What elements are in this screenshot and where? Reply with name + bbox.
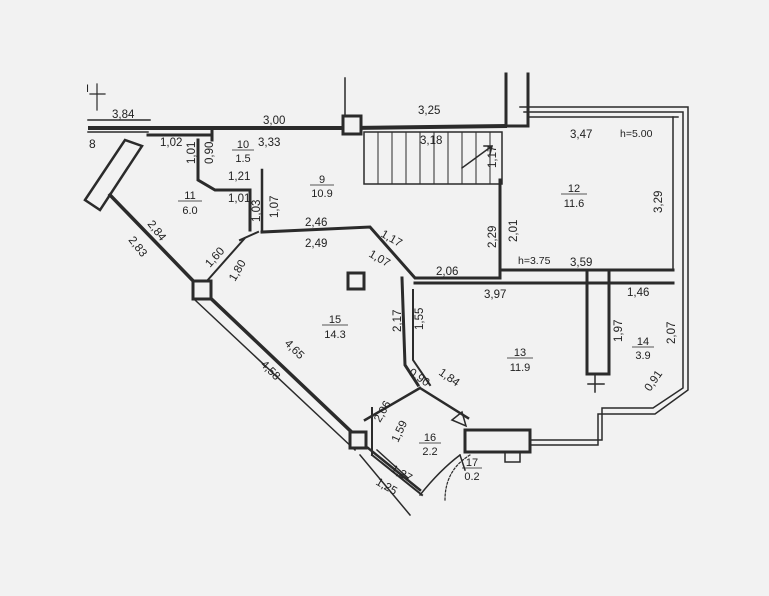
- room-16-number: 16: [424, 432, 436, 444]
- dimension-label: 3,47: [570, 129, 592, 141]
- dimension-label: 1,25: [374, 476, 399, 498]
- room-14-area: 3.9: [635, 350, 650, 362]
- section-mark: I: [86, 83, 89, 95]
- dimension-label: 1,55: [414, 308, 426, 330]
- room-labels: 9 10.9 10 1.5 11 6.0 12 11.6 13 11.9 14 …: [178, 139, 654, 483]
- room-10-number: 10: [237, 139, 249, 151]
- dimension-label: 2,06: [372, 399, 394, 424]
- dimension-label: 2,06: [436, 266, 458, 278]
- dimension-label: 3,25: [418, 105, 440, 117]
- room-12-number: 12: [568, 183, 580, 195]
- room-15: 15 14.3: [322, 314, 348, 341]
- dimension-label: 3,59: [570, 257, 592, 269]
- room-12: 12 11.6: [561, 183, 587, 210]
- dimension-label: 1,01: [228, 193, 250, 205]
- dimension-label: 1,80: [227, 258, 249, 283]
- dimension-label: 2,83: [126, 234, 149, 259]
- dimension-label: 1,03: [251, 200, 263, 222]
- dimension-label: 2,49: [305, 238, 327, 250]
- room-11-number: 11: [184, 190, 195, 202]
- dimension-label: 1,02: [160, 137, 182, 149]
- dimension-label: 1,97: [613, 320, 625, 342]
- height-label: h=3.75: [518, 255, 551, 267]
- height-label: h=5.00: [620, 128, 653, 140]
- dimension-label: 0,91: [643, 368, 666, 393]
- dimension-label: 1,01: [186, 142, 198, 164]
- room-13-number: 13: [514, 347, 526, 359]
- room-10-area: 1.5: [235, 153, 250, 165]
- room-17-area: 0.2: [464, 471, 479, 483]
- edge-mark: 8: [89, 137, 96, 151]
- room-11-area: 6.0: [182, 205, 197, 217]
- room-12-area: 11.6: [564, 198, 585, 210]
- dimension-label: 1,59: [390, 419, 410, 444]
- dimension-label: 2,17: [392, 310, 404, 332]
- room-13-area: 11.9: [510, 362, 531, 374]
- room-16: 16 2.2: [419, 432, 441, 458]
- room-15-number: 15: [329, 314, 341, 326]
- dimension-label: 1,21: [228, 171, 250, 183]
- room-16-area: 2.2: [422, 446, 437, 458]
- room-15-area: 14.3: [324, 329, 345, 341]
- room-9-number: 9: [319, 174, 325, 186]
- dimension-label: 1,17: [487, 146, 499, 168]
- room-17-number: 17: [466, 457, 478, 469]
- room-9: 9 10.9: [310, 174, 334, 200]
- dimension-label: 0,90: [204, 142, 216, 164]
- dimension-label: 3,84: [112, 109, 135, 121]
- staircase: [363, 131, 503, 185]
- dimension-label: 2,29: [487, 226, 499, 248]
- dimension-label: 1,46: [627, 287, 649, 299]
- dimension-label: 2,07: [666, 322, 678, 344]
- dimension-label: 3,33: [258, 137, 280, 149]
- room-11: 11 6.0: [178, 190, 202, 217]
- dimension-label: 2,46: [305, 217, 327, 229]
- dimension-label: 1,07: [367, 248, 392, 270]
- walls: [83, 72, 689, 517]
- column-markers: [191, 114, 368, 450]
- dimension-label: 1,17: [379, 228, 404, 250]
- room-17: 17 0.2: [462, 457, 482, 483]
- room-10: 10 1.5: [232, 139, 254, 165]
- room-13: 13 11.9: [507, 347, 533, 374]
- dimension-label: 2,84: [145, 218, 169, 244]
- dimension-label: 1,07: [269, 196, 281, 218]
- dimension-label: 1,60: [203, 245, 227, 270]
- room-14: 14 3.9: [632, 336, 654, 362]
- dimension-label: 1,84: [436, 367, 462, 390]
- dimension-label: 3,18: [420, 135, 442, 147]
- dimension-label: 3,97: [484, 289, 506, 301]
- dimension-label: 2,01: [508, 220, 520, 242]
- dimension-label: 3,29: [653, 191, 665, 213]
- dimension-label: 3,00: [263, 115, 285, 127]
- dimension-label: 4,65: [282, 338, 306, 362]
- height-marks: h=5.00 h=3.75: [518, 128, 653, 267]
- room-9-area: 10.9: [311, 188, 332, 200]
- room-14-number: 14: [637, 336, 649, 348]
